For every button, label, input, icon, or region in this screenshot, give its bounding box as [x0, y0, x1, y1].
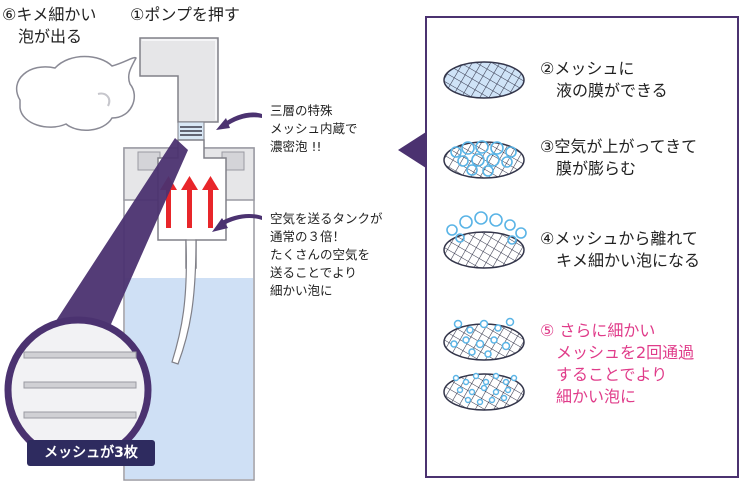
mesh-disk-step5-lower	[443, 372, 525, 411]
air-tank-label: 空気を送るタンクが 通常の３倍！ たくさんの空気を 送ることでより 細かい泡に	[270, 211, 383, 298]
mesh-disk-step3	[443, 140, 525, 179]
mesh-disk-step4	[443, 211, 527, 269]
mesh-count-badge: メッシュが3枚	[27, 440, 155, 466]
dip-tube	[171, 239, 197, 365]
tank-pointer	[220, 214, 262, 226]
mesh-zoom-circle	[4, 316, 152, 464]
mesh-pointer	[222, 112, 262, 128]
mesh-disk-step2	[443, 61, 525, 99]
pump-nozzle	[139, 37, 219, 123]
step-5-text: ⑤ さらに細かい メッシュを2回通過 することでより 細かい泡に	[540, 321, 695, 406]
step-4-text: ④メッシュから離れて キメ細かい泡になる	[540, 229, 701, 270]
triple-mesh-label: 三層の特殊 メッシュ内蔵で 濃密泡 !!	[270, 103, 358, 154]
foam-cloud	[15, 55, 137, 131]
fine-foam-out-label: ⑥キメ細かい 泡が出る	[2, 5, 97, 46]
step-3-text: ③空気が上がってきて 膜が膨らむ	[540, 137, 698, 178]
step-2-text: ②メッシュに 液の膜ができる	[540, 59, 668, 100]
mesh-disk-step5-upper	[443, 317, 525, 361]
push-pump-label: ①ポンプを押す	[130, 5, 240, 24]
